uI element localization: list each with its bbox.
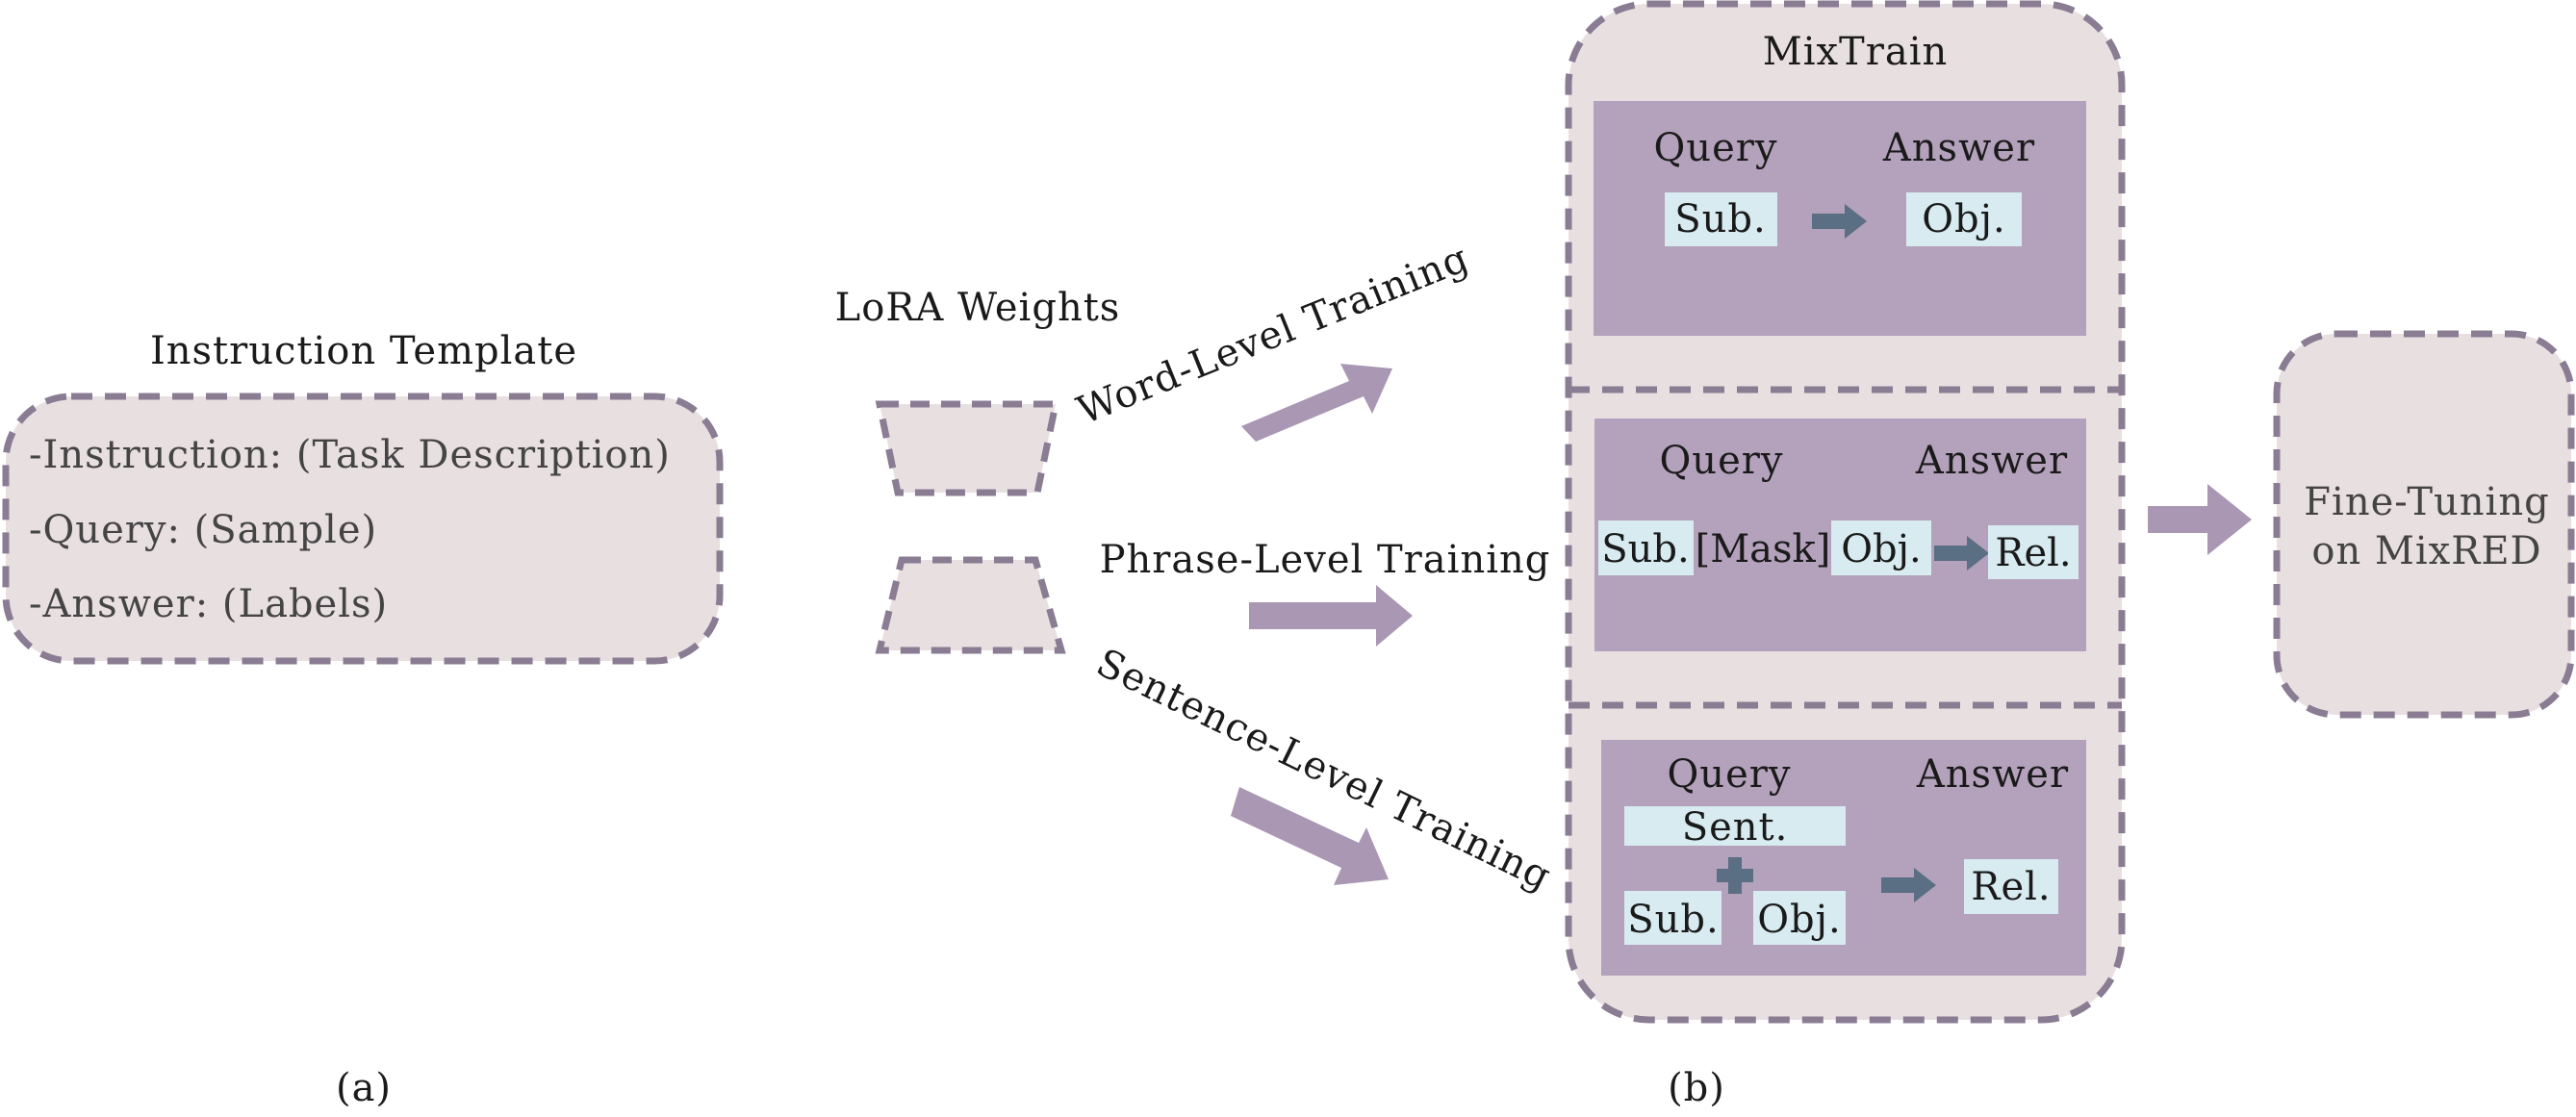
- phrase-level-training-label: Phrase-Level Training: [1100, 538, 1551, 582]
- template-title: Instruction Template: [150, 329, 577, 373]
- sentence-obj-text: Obj.: [1757, 898, 1842, 942]
- mixtrain-title: MixTrain: [1763, 30, 1949, 74]
- phrase-rel-token: [1988, 525, 2079, 579]
- word-query-label: Query: [1654, 126, 1778, 170]
- word-sub-text: Sub.: [1674, 197, 1766, 241]
- sentence-sent-text: Sent.: [1682, 805, 1789, 850]
- word-obj-text: Obj.: [1922, 197, 2006, 241]
- word-sub-token: [1665, 192, 1777, 246]
- finetune-box: [2273, 330, 2575, 719]
- word-arrow-icon: [1812, 204, 1867, 239]
- template-line-answer: -Answer: (Labels): [29, 582, 388, 626]
- lora-weight-bottom: [875, 556, 1066, 654]
- word-level-arrow: [1241, 364, 1392, 442]
- word-answer-label: Answer: [1882, 126, 2035, 170]
- phrase-mask-text: [Mask]: [1696, 527, 1831, 571]
- phrase-query-label: Query: [1660, 439, 1784, 483]
- phrase-answer-label: Answer: [1915, 439, 2068, 483]
- phrase-obj-token: [1831, 520, 1931, 575]
- phrase-level-arrow: [1249, 585, 1413, 647]
- phrase-arrow-icon: [1934, 536, 1989, 571]
- phrase-sub-token: [1598, 520, 1694, 575]
- phrase-sub-text: Sub.: [1601, 527, 1689, 571]
- sentence-rel-text: Rel.: [1971, 865, 2051, 909]
- sentence-sent-token: [1624, 806, 1846, 846]
- sentence-query-label: Query: [1668, 752, 1792, 797]
- caption-b: (b): [1668, 1066, 1725, 1110]
- phrase-rel-text: Rel.: [1995, 531, 2071, 575]
- template-line-query: -Query: (Sample): [29, 508, 377, 552]
- lora-weight-top: [875, 400, 1060, 496]
- template-line-instruction: -Instruction: (Task Description): [29, 433, 671, 477]
- sentence-answer-label: Answer: [1916, 752, 2069, 797]
- lora-title: LoRA Weights: [835, 286, 1121, 330]
- sentence-sub-text: Sub.: [1627, 898, 1719, 942]
- sentence-level-arrow: [1231, 787, 1389, 885]
- phrase-obj-text: Obj.: [1841, 527, 1922, 571]
- sentence-arrow-icon: [1881, 868, 1936, 902]
- sentence-level-training-label: Sentence-Level Training: [1089, 641, 1558, 900]
- word-obj-token: [1906, 192, 2022, 246]
- plus-icon: [1717, 857, 1753, 894]
- finetune-arrow: [2148, 484, 2252, 555]
- finetune-line-1: Fine-Tuning: [2304, 480, 2549, 524]
- sentence-rel-token: [1964, 859, 2058, 914]
- sentence-sub-token: [1624, 891, 1722, 945]
- sentence-obj-token: [1753, 891, 1846, 945]
- word-level-training-label: Word-Level Training: [1071, 236, 1475, 433]
- template-box: [2, 393, 724, 665]
- finetune-line-2: on MixRED: [2311, 529, 2541, 573]
- caption-a: (a): [336, 1066, 392, 1110]
